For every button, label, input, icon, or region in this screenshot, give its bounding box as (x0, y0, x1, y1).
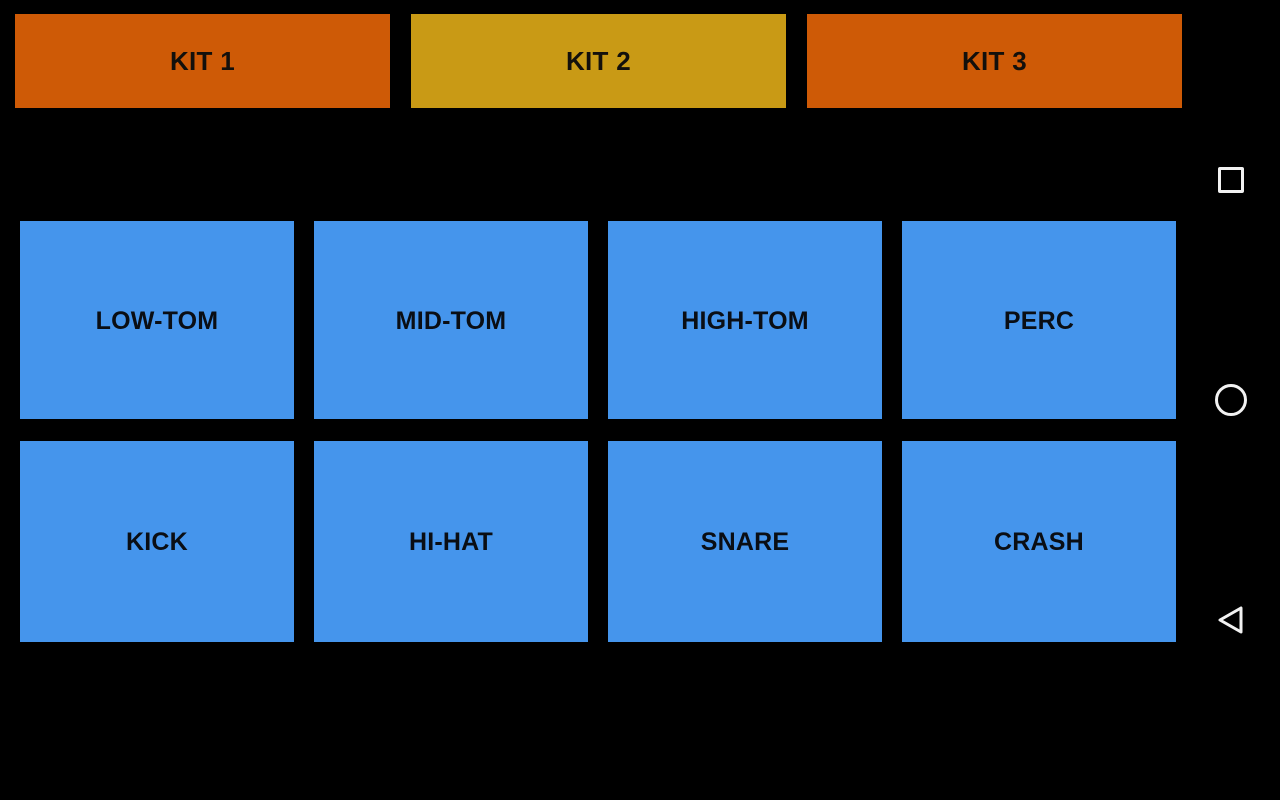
kit-button-1-label: KIT 1 (169, 46, 236, 76)
kit-button-3[interactable]: KIT 3 (807, 14, 1182, 108)
drum-pad-grid: LOW-TOM MID-TOM HIGH-TOM PERC KICK HI-HA… (20, 221, 1176, 642)
drum-pad-hi-hat[interactable]: HI-HAT (314, 441, 588, 642)
drum-pad-perc[interactable]: PERC (902, 221, 1176, 419)
square-icon (1218, 167, 1244, 193)
drum-pad-label: CRASH (994, 528, 1084, 556)
drum-pad-snare[interactable]: SNARE (608, 441, 882, 642)
drum-pad-label: SNARE (700, 528, 790, 556)
nav-recents-button[interactable] (1182, 140, 1280, 220)
drum-pad-label: PERC (1003, 307, 1075, 335)
kit-button-1[interactable]: KIT 1 (15, 14, 390, 108)
kit-button-2-label: KIT 2 (565, 46, 632, 76)
drum-pad-label: LOW-TOM (95, 307, 219, 335)
drum-pad-mid-tom[interactable]: MID-TOM (314, 221, 588, 419)
drum-pad-high-tom[interactable]: HIGH-TOM (608, 221, 882, 419)
triangle-left-icon (1218, 606, 1243, 634)
kit-button-2[interactable]: KIT 2 (411, 14, 786, 108)
drum-pad-kick[interactable]: KICK (20, 441, 294, 642)
nav-back-button[interactable] (1182, 580, 1280, 660)
drum-pad-label: HIGH-TOM (681, 307, 809, 335)
nav-home-button[interactable] (1182, 360, 1280, 440)
drum-pad-label: MID-TOM (395, 307, 507, 335)
kit-selector-row: KIT 1 KIT 2 KIT 3 (15, 14, 1182, 108)
drum-pad-low-tom[interactable]: LOW-TOM (20, 221, 294, 419)
drum-pad-crash[interactable]: CRASH (902, 441, 1176, 642)
android-navigation-bar (1182, 0, 1280, 800)
drum-pad-label: HI-HAT (408, 528, 494, 556)
drum-pad-label: KICK (126, 528, 188, 556)
kit-button-3-label: KIT 3 (961, 46, 1028, 76)
circle-icon (1215, 384, 1247, 416)
